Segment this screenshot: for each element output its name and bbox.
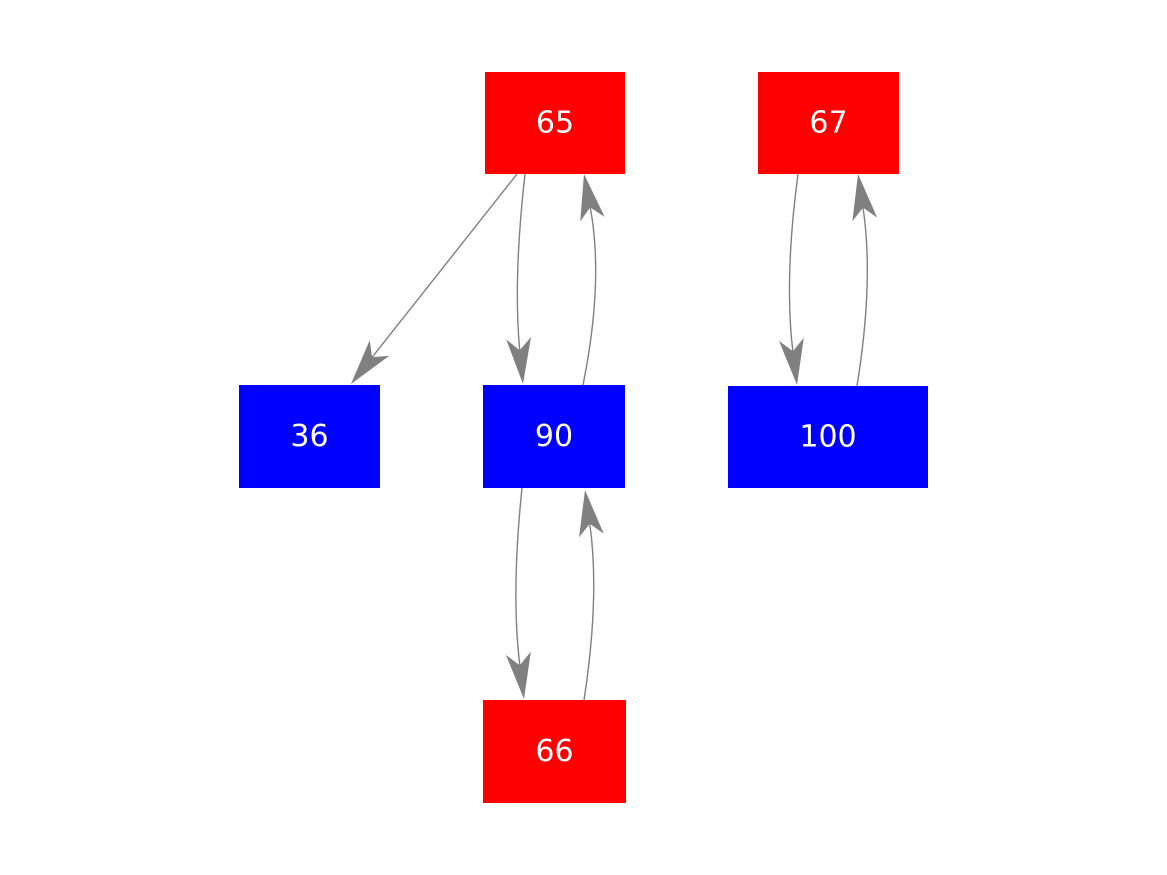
edge-65-90 [516, 173, 526, 351]
edge-90-66-arrowhead [505, 651, 531, 699]
edge-67-100 [788, 173, 799, 352]
edge-65-90-arrowhead [506, 337, 531, 384]
node-65-label: 65 [536, 106, 574, 141]
node-36 [239, 385, 380, 488]
node-100-label: 100 [799, 420, 856, 455]
node-67-label: 67 [809, 106, 847, 141]
edge-67-100-arrowhead [779, 337, 804, 385]
node-65 [485, 72, 625, 174]
node-36-label: 36 [290, 419, 328, 454]
node-100 [728, 386, 928, 488]
node-90 [483, 385, 625, 488]
node-90-label: 90 [535, 419, 573, 454]
edge-65-36-arrowhead [351, 340, 390, 384]
edge-90-65 [582, 207, 597, 386]
node-67 [758, 72, 899, 174]
edge-66-90 [583, 523, 595, 701]
node-66 [483, 700, 626, 803]
edge-65-36 [371, 173, 518, 358]
edge-100-67 [856, 207, 868, 387]
edge-90-66 [515, 487, 523, 666]
edge-100-67-arrowhead [852, 174, 878, 222]
node-66-label: 66 [535, 734, 573, 769]
edge-90-65-arrowhead [580, 174, 605, 222]
edge-66-90-arrowhead [579, 490, 604, 538]
